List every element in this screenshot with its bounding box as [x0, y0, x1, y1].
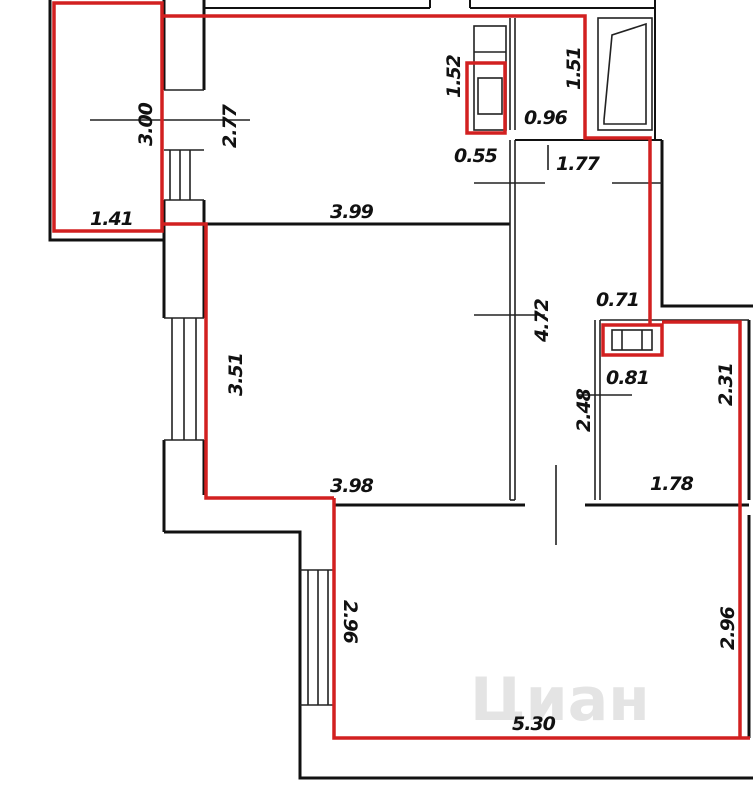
vent-shaft-lower-icon [611, 329, 653, 351]
label-small-room-width: 1.78 [650, 473, 694, 495]
vent-shaft-outline [465, 61, 507, 135]
highlight-outlines [52, 1, 750, 740]
label-balcony-top-height: 3.00 [135, 102, 157, 146]
window-lower-left [300, 569, 334, 706]
label-corridor-top-width: 1.77 [556, 153, 601, 175]
label-room3-width: 5.30 [512, 713, 556, 735]
balcony-outline [52, 1, 164, 233]
label-bath1-height: 1.52 [443, 54, 465, 98]
label-niche-depth: 0.81 [606, 367, 649, 389]
small-room-outline [662, 320, 742, 738]
label-corridor-length: 4.72 [531, 298, 553, 343]
label-bath1-width: 0.55 [454, 145, 498, 167]
room3-outline [332, 498, 750, 740]
label-bath2-height: 1.51 [563, 47, 585, 90]
label-room3-height-right: 2.96 [717, 606, 739, 650]
dimension-ticks [90, 119, 662, 545]
bathtub-icon [597, 17, 653, 131]
interior-walls [204, 18, 749, 507]
label-room1-width: 3.99 [330, 201, 374, 223]
niche-outline [601, 323, 664, 357]
room2-outline [162, 222, 334, 500]
label-small-room-height: 2.31 [715, 363, 737, 406]
window-middle-left [164, 317, 204, 441]
label-room2-height: 3.51 [225, 353, 247, 396]
vent-shaft-icon [473, 25, 507, 131]
windows [164, 89, 334, 706]
label-corridor-lower-width: 2.48 [573, 388, 595, 432]
label-room3-height-left: 2.96 [339, 600, 361, 644]
label-room1-height: 2.77 [219, 103, 241, 148]
room1-top-outline [162, 14, 652, 325]
label-balcony-top-width: 1.41 [90, 208, 133, 230]
watermark-text: Циан [470, 665, 650, 735]
window-upper-left [164, 89, 204, 201]
dimension-labels: 3.00 1.41 2.77 3.99 1.52 0.55 1.51 0.96 … [90, 47, 739, 735]
label-niche-width: 0.71 [596, 289, 639, 311]
label-room2-width: 3.98 [330, 475, 374, 497]
outer-walls [48, 0, 753, 780]
label-bath2-width: 0.96 [524, 107, 568, 129]
